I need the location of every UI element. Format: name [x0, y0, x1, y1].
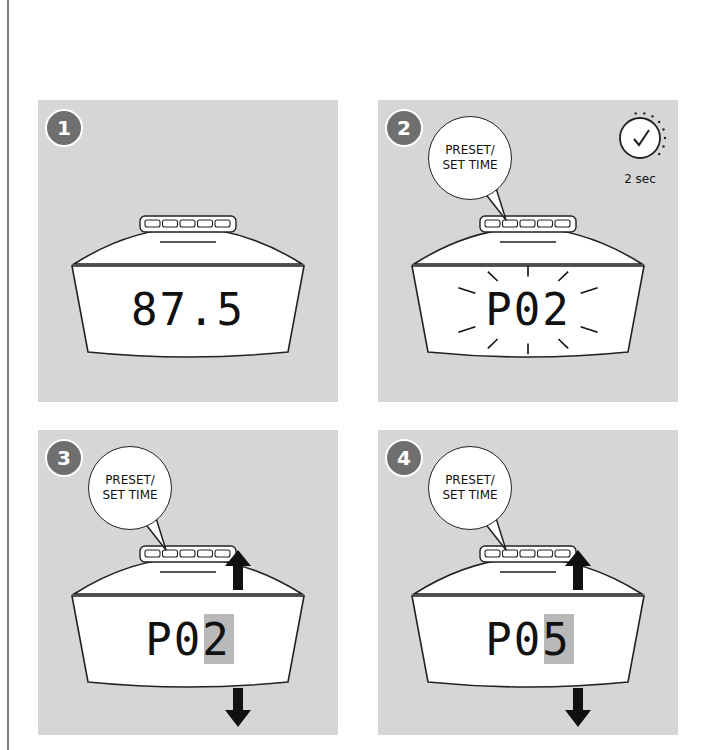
display-text: 87.5: [131, 284, 245, 335]
radio-front: [72, 596, 304, 687]
radio-button: [538, 220, 553, 227]
button-strip: [140, 546, 236, 562]
callout-text: PRESET/ SET TIME: [436, 143, 504, 173]
radio-button: [198, 220, 213, 227]
radio-button: [198, 550, 213, 557]
flash-tick: [558, 272, 568, 281]
panel-ground: [38, 100, 338, 402]
strip-line: [160, 571, 216, 572]
radio-button: [145, 550, 160, 557]
flash-tick: [527, 266, 529, 277]
step-number: 1: [45, 109, 83, 147]
down-arrow: [225, 688, 251, 727]
radio-button: [180, 220, 195, 227]
radio-button: [215, 550, 230, 557]
clock-icon: [620, 112, 666, 158]
strip-line: [500, 241, 556, 242]
radio-button: [555, 550, 570, 557]
radio-button: [538, 550, 553, 557]
radio-button: [180, 550, 195, 557]
callout-text: PRESET/ SET TIME: [96, 473, 164, 503]
button-callout: PRESET/ SET TIME: [428, 116, 512, 200]
radio-button: [485, 220, 500, 227]
radio-button: [163, 550, 178, 557]
display-text: P05: [485, 614, 570, 665]
flash-tick: [581, 327, 598, 332]
down-arrow: [565, 688, 591, 727]
step-panel: [378, 430, 678, 735]
radio-button: [503, 220, 518, 227]
duration-label: 2 sec: [624, 172, 656, 186]
radio-button: [163, 220, 178, 227]
up-arrow: [565, 550, 591, 590]
strip-line: [160, 241, 216, 242]
step-number: 4: [385, 439, 423, 477]
panel-ground: [38, 430, 338, 735]
button-callout: PRESET/ SET TIME: [428, 446, 512, 530]
radio-button: [555, 220, 570, 227]
step-digit: 4: [397, 446, 411, 470]
display-text: P02: [145, 614, 230, 665]
radio-button: [215, 220, 230, 227]
step-digit: 3: [57, 446, 71, 470]
step-number: 3: [45, 439, 83, 477]
button-callout: PRESET/ SET TIME: [88, 446, 172, 530]
step-number: 2: [385, 109, 423, 147]
flash-tick: [488, 339, 498, 348]
radio-front: [72, 266, 304, 357]
radio-button: [503, 550, 518, 557]
step-panel: [378, 100, 678, 402]
flash-tick: [558, 339, 568, 348]
up-arrow: [225, 550, 251, 590]
step-panel: [38, 430, 338, 735]
strip-line: [500, 571, 556, 572]
radio-front: [412, 596, 644, 687]
radio-button: [145, 220, 160, 227]
display-text: P02: [485, 284, 570, 335]
button-strip: [480, 546, 576, 562]
radio-display: P02: [438, 280, 618, 338]
callout-text: PRESET/ SET TIME: [436, 473, 504, 503]
flash-tick: [488, 272, 498, 281]
radio-top: [74, 228, 302, 264]
flash-tick: [458, 288, 475, 293]
step-panel: [38, 100, 338, 402]
button-strip: [140, 216, 236, 232]
radio-display: 87.5: [98, 280, 278, 338]
flash-tick: [458, 327, 475, 332]
panel-ground: [378, 430, 678, 735]
radio-button: [520, 220, 535, 227]
flash-tick: [527, 343, 529, 354]
button-strip: [480, 216, 576, 232]
radio-button: [485, 550, 500, 557]
radio-button: [520, 550, 535, 557]
radio-display: P05: [438, 610, 618, 668]
radio-display: P02: [98, 610, 278, 668]
page-border: [7, 0, 9, 750]
radio-top: [414, 228, 642, 264]
step-digit: 1: [57, 116, 71, 140]
radio-front: [412, 266, 644, 357]
radio-top: [74, 558, 302, 594]
step-digit: 2: [397, 116, 411, 140]
radio-top: [414, 558, 642, 594]
flash-tick: [581, 288, 598, 293]
panel-ground: [378, 100, 678, 402]
